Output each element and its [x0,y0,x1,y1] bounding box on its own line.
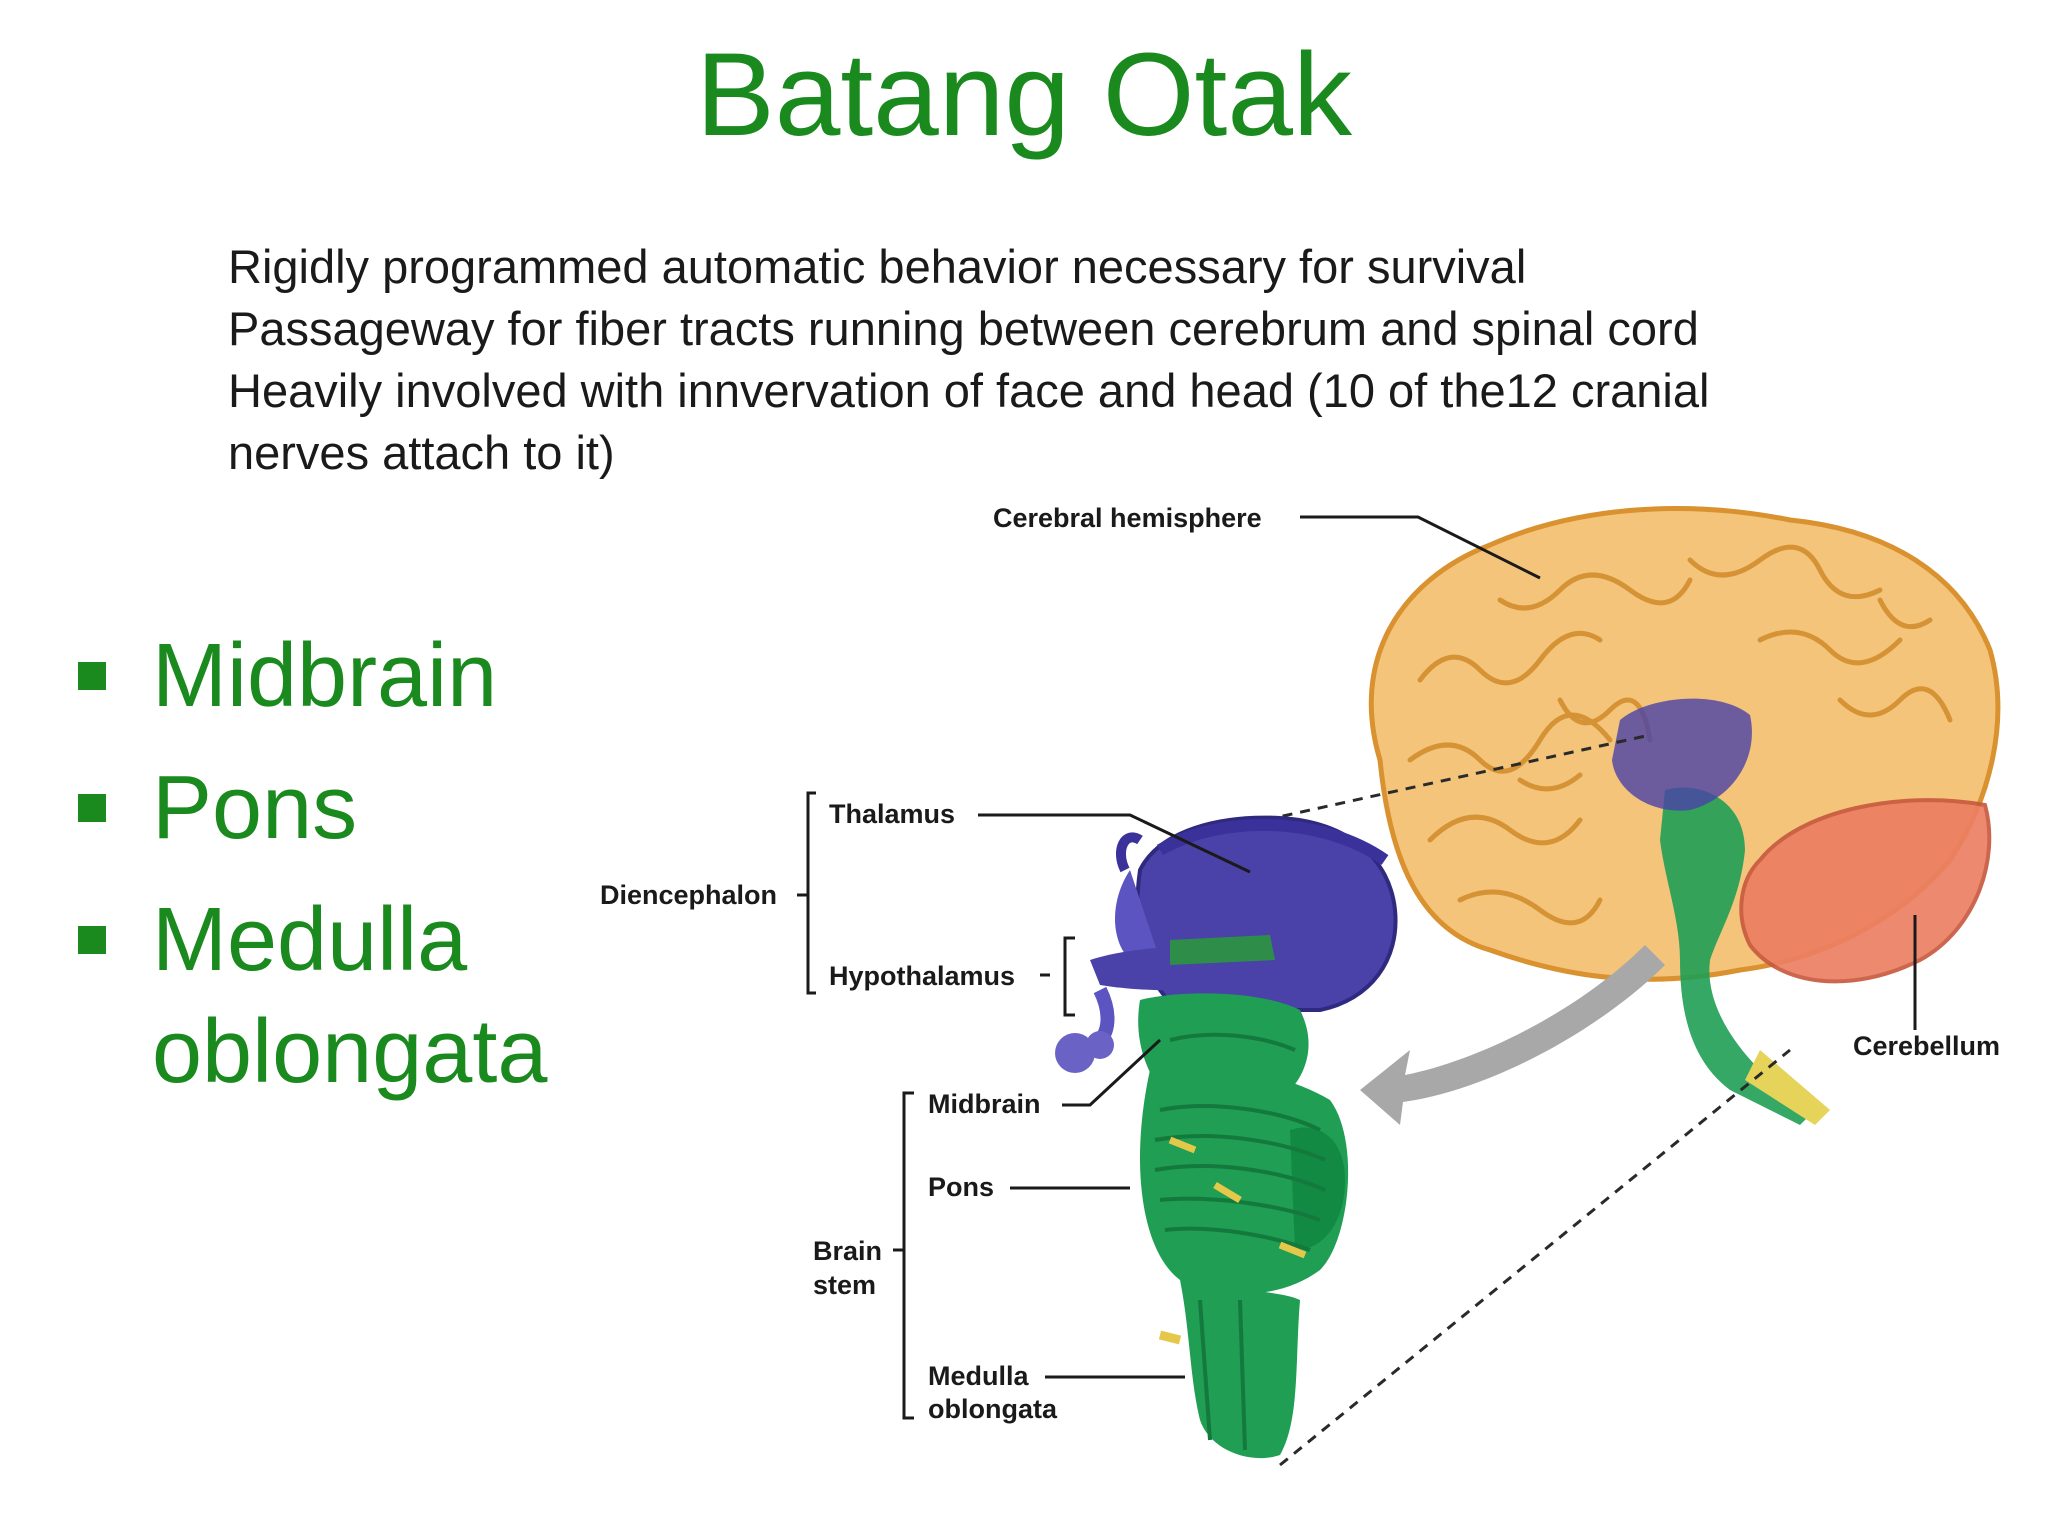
bullet-item-midbrain: Midbrain [78,620,638,732]
label-midbrain: Midbrain [928,1089,1041,1119]
bullet-text-line: Medulla [152,890,468,990]
label-diencephalon: Diencephalon [600,880,777,910]
curved-arrow-icon [1360,945,1665,1125]
label-medulla: Medulla [928,1361,1029,1391]
label-cerebral-hemisphere: Cerebral hemisphere [993,503,1262,533]
label-brain: Brain [813,1236,882,1266]
bullet-text: Pons [152,758,358,858]
cerebellum-illustration [1739,798,1992,984]
bullet-text: Medulla oblongata [152,884,547,1108]
description-line: Heavily involved with innvervation of fa… [228,364,1710,417]
leader-lines [797,515,1917,1420]
bullet-text: Midbrain [152,626,498,726]
description-line: Rigidly programmed automatic behavior ne… [228,240,1527,293]
square-bullet-icon [78,794,106,822]
square-bullet-icon [78,662,106,690]
cerebrum-brainstem-illustration [1612,698,1830,1125]
description-line: Passageway for fiber tracts running betw… [228,302,1699,355]
label-oblongata: oblongata [928,1394,1058,1424]
bullet-item-pons: Pons [78,752,638,864]
slide-title: Batang Otak [696,29,1352,161]
square-bullet-icon [78,926,106,954]
label-hypothalamus: Hypothalamus [829,961,1015,991]
label-cerebellum: Cerebellum [1853,1031,2000,1061]
bullet-list: Midbrain Pons Medulla oblongata [78,620,638,1128]
diencephalon-illustration [1055,815,1398,1073]
bullet-item-medulla: Medulla oblongata [78,884,638,1108]
description-line: nerves attach to it) [228,426,615,479]
bullet-text-line: oblongata [152,1002,548,1102]
label-stem: stem [813,1270,876,1300]
brainstem-illustration [1138,993,1349,1459]
zoom-lines [1264,733,1791,1467]
label-pons: Pons [928,1172,994,1202]
description-text: Rigidly programmed automatic behavior ne… [228,236,1868,484]
label-thalamus: Thalamus [829,799,955,829]
